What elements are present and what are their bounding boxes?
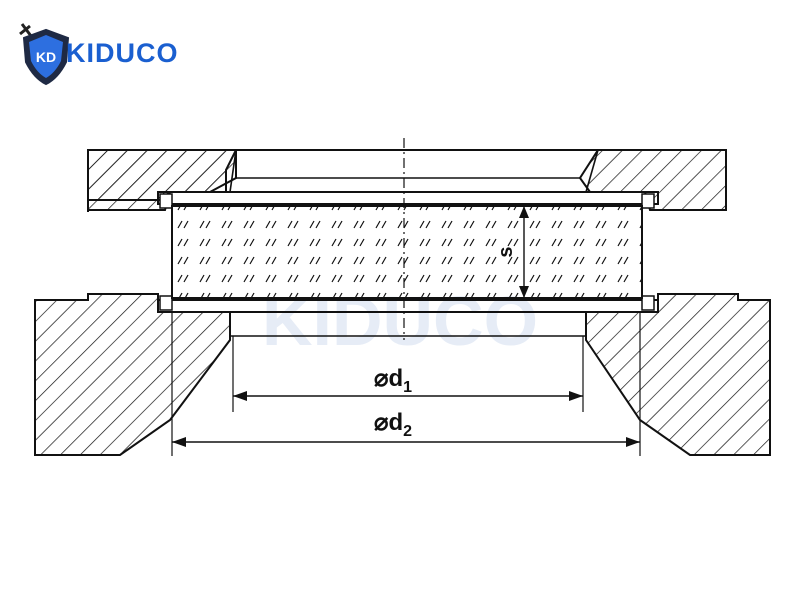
d2-label: ⌀d2 bbox=[374, 409, 412, 440]
d1-subscript: 1 bbox=[403, 379, 412, 396]
d1-label: ⌀d1 bbox=[374, 365, 412, 396]
glass-disc bbox=[171, 205, 643, 299]
diameter-symbol: ⌀ bbox=[374, 409, 389, 436]
d2-dimension: ⌀d2 bbox=[171, 312, 641, 456]
shield-sword-icon: KD bbox=[19, 23, 70, 86]
logo-badge-text: KD bbox=[36, 49, 56, 65]
lower-body bbox=[34, 293, 771, 456]
d2-subscript: 2 bbox=[403, 423, 412, 440]
s-dimension: s bbox=[495, 206, 529, 298]
s-dimension-label: s bbox=[495, 246, 517, 257]
logo-text: KIDUCO bbox=[66, 38, 179, 68]
d1-letter: d bbox=[388, 365, 403, 392]
d1-dimension: ⌀d1 bbox=[232, 336, 584, 412]
upper-flange bbox=[87, 149, 727, 212]
diameter-symbol: ⌀ bbox=[374, 365, 389, 392]
kiduco-logo: KD bbox=[18, 22, 198, 86]
top-gasket bbox=[157, 191, 659, 209]
d2-letter: d bbox=[388, 409, 403, 436]
